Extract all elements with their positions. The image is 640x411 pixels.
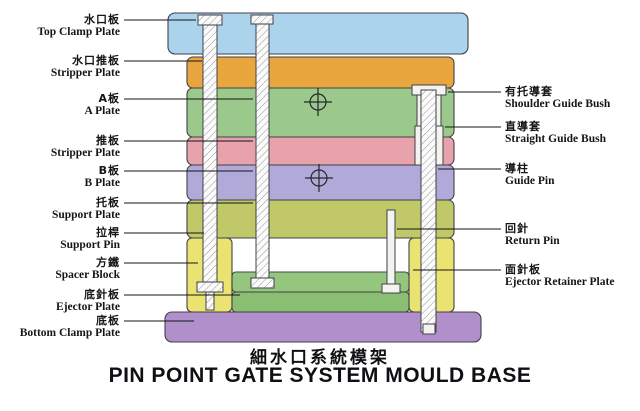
label-support-plate-en: Support Plate [51,209,120,221]
label-top-clamp-plate-cn: 水口板 [84,13,120,26]
label-support-plate: 托板 Support Plate [52,196,120,222]
label-shoulder-guide-bush: 有托導套 Shoulder Guide Bush [505,85,610,111]
top-clamp-plate [167,12,469,55]
label-return-pin-en: Return Pin [505,235,560,247]
label-a-plate: A板 A Plate [85,92,120,118]
label-return-pin: 回針 Return Pin [505,222,560,248]
label-bottom-clamp-plate-en: Bottom Clamp Plate [19,327,120,339]
support-pin-shaft [202,24,218,283]
label-b-plate: B板 B Plate [85,164,120,190]
support-pin-assembly [196,14,224,311]
puller-pin-shaft [255,23,270,279]
label-ejector-plate: 底針板 Ejector Plate [56,288,120,314]
label-shoulder-guide-bush-en: Shoulder Guide Bush [505,98,611,110]
label-ejector-plate-cn: 底針板 [84,288,120,301]
bottom-clamp-plate [164,311,482,343]
label-top-clamp-plate: 水口板 Top Clamp Plate [37,13,120,39]
label-bottom-clamp-plate-cn: 底板 [96,314,120,327]
support-pin-screw [205,291,215,311]
label-guide-pin: 導柱 Guide Pin [505,162,555,188]
puller-pin-assembly [250,14,275,289]
label-stripper-plate-upper-cn: 水口推板 [72,54,120,67]
label-return-pin-cn: 回針 [505,222,529,235]
label-straight-guide-bush: 直導套 Straight Guide Bush [505,120,606,146]
label-stripper-plate-upper: 水口推板 Stripper Plate [51,54,120,80]
ejector-plate [231,291,410,313]
title-chinese: 細水口系統模架 [250,348,390,368]
label-ejector-retainer-plate: 面針板 Ejector Retainer Plate [505,263,614,289]
label-stripper-plate-lower-en: Stripper Plate [50,147,120,159]
label-ejector-plate-en: Ejector Plate [56,301,120,313]
label-support-pin-en: Support Pin [60,239,120,251]
stripper-plate-upper [186,56,455,89]
label-stripper-plate-upper-en: Stripper Plate [50,67,120,79]
center-mark-a-plate [304,88,332,116]
label-a-plate-en: A Plate [84,105,120,117]
label-b-plate-cn: B板 [98,164,120,177]
label-spacer-block: 方鐵 Spacer Block [55,256,120,282]
label-top-clamp-plate-en: Top Clamp Plate [37,26,120,38]
label-spacer-block-en: Spacer Block [55,269,120,281]
label-ejector-retainer-plate-en: Ejector Retainer Plate [505,276,615,288]
puller-pin-head [250,14,274,25]
puller-pin-flange [250,277,275,289]
support-pin-head [197,14,223,26]
label-a-plate-cn: A板 [98,92,120,105]
label-ejector-retainer-plate-cn: 面針板 [505,263,541,276]
label-b-plate-en: B Plate [84,177,120,189]
label-shoulder-guide-bush-cn: 有托導套 [505,85,553,98]
center-mark-b-plate [305,164,333,192]
guide-pin-shaft [420,89,437,333]
label-support-plate-cn: 托板 [96,196,120,209]
label-bottom-clamp-plate: 底板 Bottom Clamp Plate [20,314,120,340]
title-english: PIN POINT GATE SYSTEM MOULD BASE [108,364,532,387]
support-plate [186,199,455,239]
return-pin-foot [381,283,401,294]
label-straight-guide-bush-en: Straight Guide Bush [505,133,606,145]
label-support-pin: 拉桿 Support Pin [60,226,120,252]
label-stripper-plate-lower: 推板 Stripper Plate [51,134,120,160]
label-guide-pin-en: Guide Pin [505,175,555,187]
label-spacer-block-cn: 方鐵 [96,256,120,269]
return-pin-shaft [386,209,396,285]
guide-bush-assembly [411,84,447,335]
label-guide-pin-cn: 導柱 [505,162,529,175]
return-pin-assembly [381,209,401,294]
label-support-pin-cn: 拉桿 [96,226,120,239]
leader-lines [124,19,501,322]
guide-pin-nut [422,323,436,335]
label-stripper-plate-lower-cn: 推板 [96,134,120,147]
label-straight-guide-bush-cn: 直導套 [505,120,541,133]
support-pin-foot [196,281,224,293]
